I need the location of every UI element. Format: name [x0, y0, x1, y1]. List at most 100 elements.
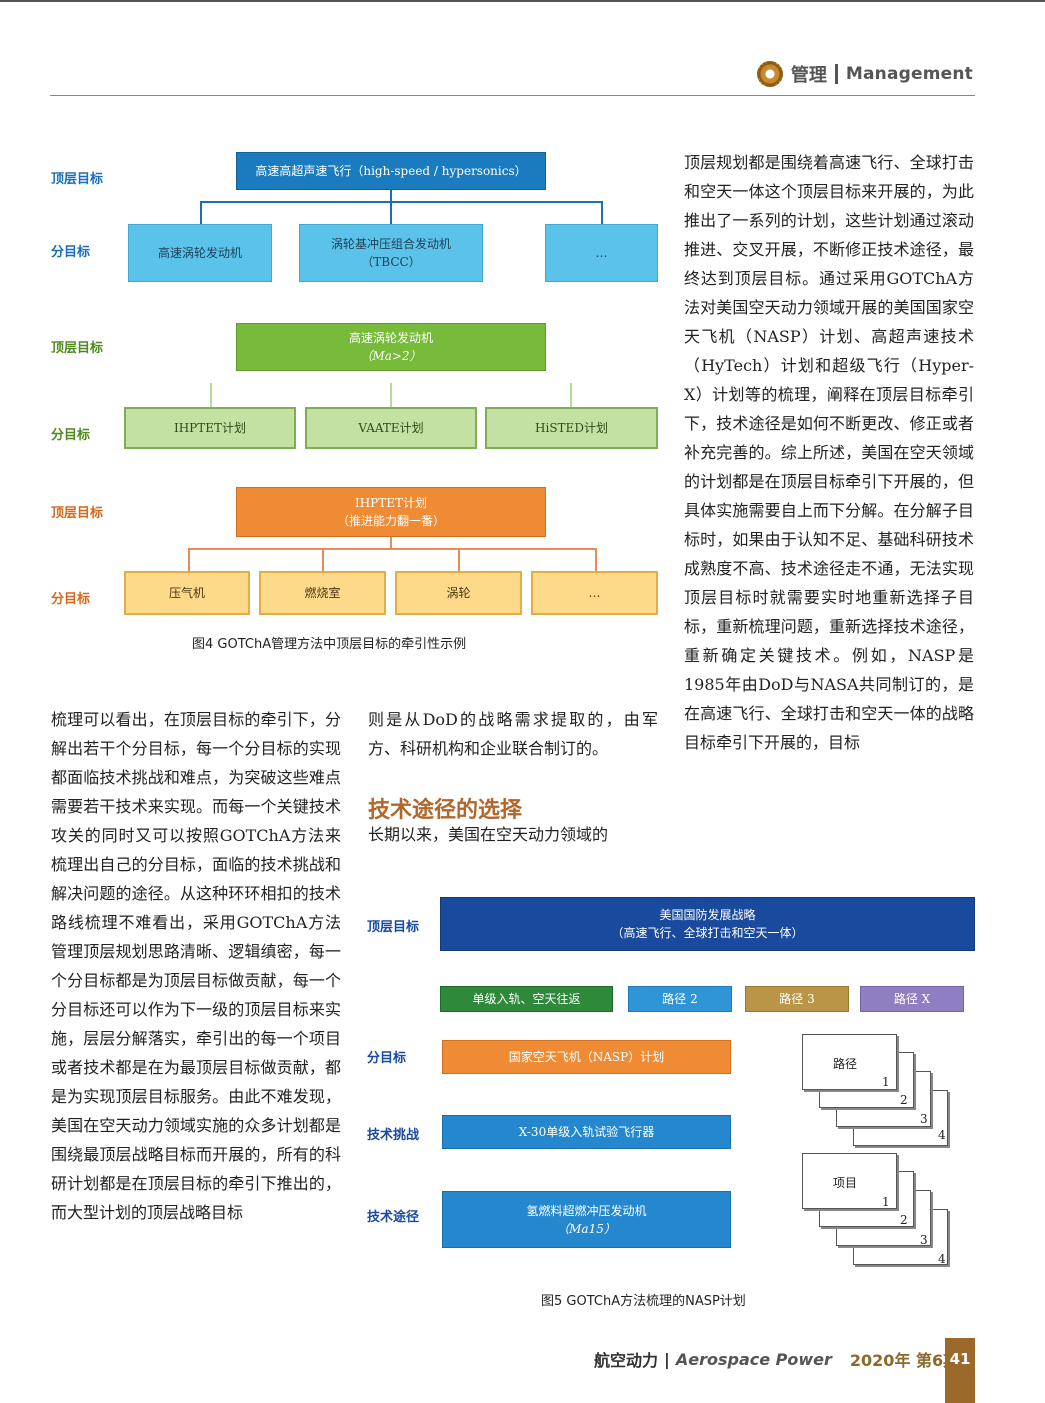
- connector: [210, 383, 212, 407]
- top-rule: [0, 0, 1045, 2]
- connector: [200, 201, 202, 225]
- fig5-stack1-num-4: 4: [938, 1128, 946, 1142]
- fig4-g1-top-box: 高速高超声速飞行（high-speed / hypersonics）: [236, 152, 546, 190]
- fig4-g3-sub-2-text: 燃烧室: [304, 586, 341, 600]
- header-rule: [50, 95, 975, 96]
- fig5-sub-text: 国家空天飞机（NASP）计划: [508, 1050, 665, 1064]
- fig5-top-text2: （高速飞行、全球打击和空天一体）: [611, 926, 804, 940]
- journal-title-cn: 航空动力: [594, 1351, 659, 1370]
- fig4-g1-sub-3-text: …: [595, 246, 608, 260]
- fig5-path-box: 氢燃料超燃冲压发动机 （Ma15）: [442, 1191, 731, 1248]
- right-column-text: 顶层规划都是围绕着高速飞行、全球打击和空天一体这个顶层目标来开展的，为此推出了一…: [684, 148, 974, 757]
- fig4-g2-top-text: 高速涡轮发动机: [348, 331, 433, 345]
- connector: [390, 383, 392, 407]
- fig5-sub-box: 国家空天飞机（NASP）计划: [442, 1040, 731, 1074]
- connector: [188, 548, 597, 550]
- section-heading: 技术途径的选择: [368, 798, 523, 823]
- fig5-path-3: 路径 3: [745, 986, 849, 1012]
- connector: [390, 201, 392, 225]
- fig4-g2-sub-1: IHPTET计划: [124, 407, 296, 449]
- middle-column-paragraph-1: 则是从DoD的战略需求提取的，由军方、科研机构和企业联合制订的。: [368, 710, 658, 758]
- figure-4-caption: 图4 GOTChA管理方法中顶层目标的牵引性示例: [192, 637, 467, 652]
- fig4-label-top-3: 顶层目标: [51, 506, 104, 521]
- fig5-top-text: 美国国防发展战略: [659, 908, 756, 922]
- fig4-g3-top-box: IHPTET计划 （推进能力翻一番）: [236, 487, 546, 537]
- connector: [570, 383, 572, 407]
- fig4-g2-sub-2: VAATE计划: [305, 407, 477, 449]
- journal-footer: 航空动力 | Aerospace Power 2020年 第6期: [594, 1347, 959, 1371]
- fig5-stack1-sheet-1: 路径: [802, 1034, 897, 1090]
- fig5-path-text: 氢燃料超燃冲压发动机: [526, 1203, 647, 1218]
- connector: [322, 548, 324, 572]
- left-column-text: 梳理可以看出，在顶层目标的牵引下，分解出若干个分目标，每一个分目标的实现都面临技…: [51, 705, 341, 1227]
- fig4-label-sub-1: 分目标: [51, 245, 91, 260]
- fig5-label-sub: 分目标: [367, 1051, 407, 1066]
- fig4-label-top-1: 顶层目标: [51, 172, 104, 187]
- fig4-g3-top-text: IHPTET计划: [354, 496, 428, 510]
- gear-logo-icon: [756, 61, 783, 87]
- fig5-challenge-box: X-30单级入轨试验飞行器: [442, 1115, 731, 1149]
- fig5-path-x: 路径 X: [860, 986, 964, 1012]
- fig4-g2-sub-1-text: IHPTET计划: [173, 421, 247, 435]
- fig4-g2-top-box: 高速涡轮发动机 （Ma>2）: [236, 323, 546, 371]
- fig5-stack2-num-4: 4: [938, 1252, 946, 1266]
- header-separator: [834, 64, 838, 84]
- fig5-label-top: 顶层目标: [367, 920, 420, 935]
- middle-column-paragraph-2: 长期以来，美国在空天动力领域的: [368, 825, 609, 844]
- fig5-stack2-num-3: 3: [920, 1233, 928, 1247]
- connector: [188, 548, 190, 572]
- connector: [601, 201, 603, 225]
- fig5-path-2: 路径 2: [628, 986, 732, 1012]
- fig4-g3-sub-4-text: …: [588, 586, 601, 600]
- journal-issue: 2020年 第6期: [849, 1351, 960, 1370]
- fig5-path-1: 单级入轨、空天往返: [440, 986, 613, 1012]
- fig4-g2-sub-2-text: VAATE计划: [358, 421, 424, 435]
- middle-column-text-2: 长期以来，美国在空天动力领域的: [368, 820, 658, 849]
- fig5-stack2-sheet-1: 项目: [802, 1153, 897, 1209]
- fig5-path-3-text: 路径 3: [779, 992, 815, 1006]
- fig4-g3-top-text2: （推进能力翻一番）: [336, 514, 445, 528]
- connector: [390, 190, 392, 202]
- fig5-path-2-text: 路径 2: [662, 992, 698, 1006]
- page-number: 41: [945, 1338, 975, 1403]
- connector: [458, 548, 460, 572]
- footer-separator: |: [664, 1349, 670, 1369]
- fig4-g1-sub-1-text: 高速涡轮发动机: [157, 246, 242, 260]
- fig4-g3-sub-1-text: 压气机: [168, 586, 205, 600]
- fig5-stack2-label: 项目: [833, 1176, 858, 1190]
- fig5-label-path: 技术途径: [367, 1210, 420, 1225]
- figure-5-caption: 图5 GOTChA方法梳理的NASP计划: [541, 1294, 746, 1309]
- fig4-g2-sub-3-text: HiSTED计划: [535, 421, 608, 435]
- fig4-label-sub-2: 分目标: [51, 428, 91, 443]
- fig4-g3-sub-1: 压气机: [124, 571, 250, 615]
- fig5-path-1-text: 单级入轨、空天往返: [472, 992, 581, 1006]
- fig4-g3-sub-4: …: [531, 571, 658, 615]
- fig5-top-box: 美国国防发展战略 （高速飞行、全球打击和空天一体）: [440, 897, 975, 951]
- fig4-g2-sub-3: HiSTED计划: [485, 407, 658, 449]
- fig4-g1-sub-3: …: [545, 224, 658, 282]
- connector: [595, 548, 597, 572]
- journal-title-en: Aerospace Power: [675, 1349, 832, 1369]
- fig5-path-text2: （Ma15）: [557, 1221, 616, 1236]
- connector: [390, 537, 392, 549]
- section-header: 管理 Management: [756, 60, 973, 88]
- fig4-g1-sub-1: 高速涡轮发动机: [128, 224, 272, 282]
- connector: [200, 201, 603, 203]
- fig4-g1-sub-2-text: 涡轮基冲压组合发动机: [330, 237, 451, 251]
- fig4-g1-sub-2: 涡轮基冲压组合发动机 （TBCC）: [299, 224, 483, 282]
- middle-column-text: 则是从DoD的战略需求提取的，由军方、科研机构和企业联合制订的。: [368, 705, 658, 763]
- fig5-stack2-num-2: 2: [900, 1213, 908, 1227]
- fig4-g1-sub-2-text2: （TBCC）: [361, 255, 421, 269]
- fig5-stack1-num-1: 1: [882, 1075, 890, 1089]
- fig4-g3-sub-2: 燃烧室: [259, 571, 386, 615]
- fig4-g1-top-text: 高速高超声速飞行（high-speed / hypersonics）: [255, 164, 527, 178]
- fig4-label-top-2: 顶层目标: [51, 341, 104, 356]
- fig5-stack1-num-2: 2: [900, 1093, 908, 1107]
- fig5-path-x-text: 路径 X: [893, 992, 931, 1006]
- fig5-stack1-num-3: 3: [920, 1112, 928, 1126]
- fig4-label-sub-3: 分目标: [51, 592, 91, 607]
- right-column-paragraph: 顶层规划都是围绕着高速飞行、全球打击和空天一体这个顶层目标来开展的，为此推出了一…: [684, 153, 974, 752]
- fig4-g3-sub-3-text: 涡轮: [446, 586, 471, 600]
- fig5-challenge-text: X-30单级入轨试验飞行器: [518, 1125, 655, 1139]
- fig5-label-challenge: 技术挑战: [367, 1128, 420, 1143]
